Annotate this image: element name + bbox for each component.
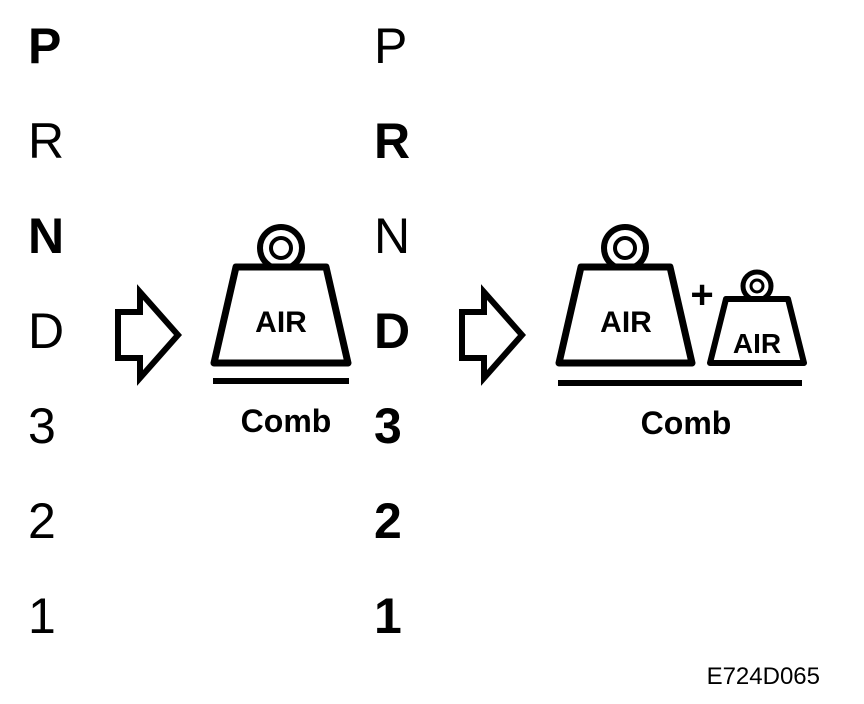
left-gear-1: 1 [28, 588, 56, 644]
right-gear-r: R [374, 113, 410, 169]
left-gear-2: 2 [28, 493, 56, 549]
left-gear-column: P R N D 3 2 1 [28, 18, 64, 644]
left-gear-n: N [28, 208, 64, 264]
right-gear-2: 2 [374, 493, 402, 549]
arrow-right-icon [115, 284, 183, 386]
right-gear-n: N [374, 208, 410, 264]
right-gear-1: 1 [374, 588, 402, 644]
arrow-right-icon [459, 284, 527, 386]
right-gear-column: P R N D 3 2 1 [374, 18, 410, 644]
left-gear-p: P [28, 18, 61, 74]
comb-label: Comb [641, 405, 732, 441]
figure-code: E724D065 [707, 663, 820, 690]
air-weight-small: AIR [707, 269, 807, 366]
right-gear-d: D [374, 303, 410, 359]
right-gear-3: 3 [374, 398, 402, 454]
right-gear-p: P [374, 18, 407, 74]
plus-sign: + [690, 273, 713, 317]
weight-ring-inner [613, 236, 637, 260]
left-gear-d: D [28, 303, 64, 359]
left-gear-3: 3 [28, 398, 56, 454]
comb-bar [213, 378, 349, 384]
weight-body-icon [555, 263, 696, 367]
weight-ring-inner [749, 278, 765, 294]
weight-ring-inner [269, 236, 293, 260]
weight-label: AIR [255, 306, 307, 339]
weight-body-icon [707, 296, 807, 366]
comb-bar [558, 380, 802, 386]
weight-body-icon [210, 263, 352, 367]
weight-label-large: AIR [600, 306, 652, 339]
air-weight-large: AIR [555, 224, 696, 367]
left-gear-r: R [28, 113, 64, 169]
weight-label-small: AIR [733, 328, 781, 359]
comb-label: Comb [241, 403, 332, 439]
air-weight-single: AIR [210, 224, 352, 367]
